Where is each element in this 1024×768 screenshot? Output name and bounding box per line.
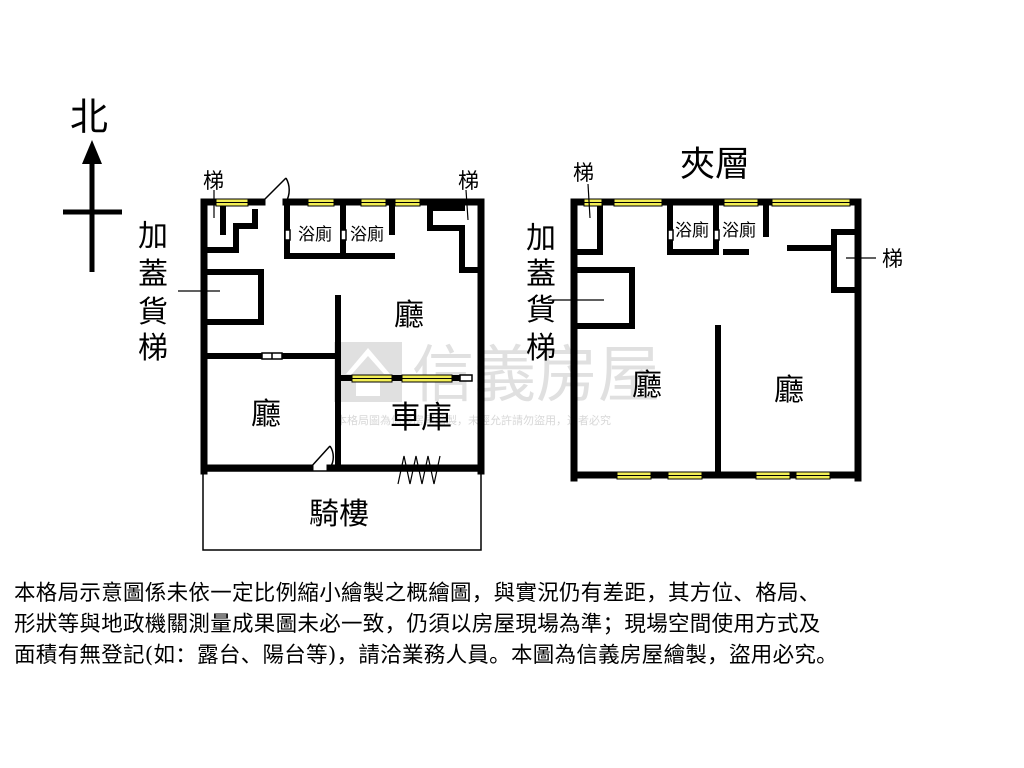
disclaimer: 本格局示意圖係未依一定比例縮小繪製之概繪圖，與實況仍有差距，其方位、格局、 形狀…: [14, 578, 1014, 671]
garage-label: 車庫: [390, 400, 452, 436]
left-bath-1-label: 浴廁: [298, 224, 332, 245]
front-door-icon: [309, 445, 334, 469]
left-windows: [215, 198, 453, 383]
left-freight-elevator-3: 貨: [138, 295, 168, 330]
right-freight-elevator-3: 貨: [526, 293, 556, 328]
north-arrow-icon: [82, 140, 102, 164]
right-doors: [667, 229, 720, 241]
entry-door-icon: [261, 177, 290, 203]
left-freight-elevator-4: 梯: [138, 331, 168, 366]
arcade-label: 騎樓: [309, 497, 369, 532]
right-hall-right-label: 廳: [774, 373, 804, 408]
left-hall-lower-label: 廳: [251, 397, 281, 432]
left-hall-upper-label: 廳: [394, 298, 424, 333]
watermark-brand: 信義房屋: [412, 338, 660, 411]
right-freight-elevator-1: 加: [526, 221, 556, 256]
watermark-notice: 本格局圖為信義房屋繪製，未經允許請勿盜用，違者必究: [336, 413, 611, 427]
left-stair-label: 梯: [203, 169, 224, 193]
right-stair-right-label: 梯: [882, 247, 903, 271]
left-freight-elevator-2: 蓋: [138, 257, 168, 292]
disclaimer-line: 面積有無登記(如：露台、陽台等)，請洽業務人員。本圖為信義房屋繪製，盜用必究。: [14, 643, 838, 668]
compass: 北: [63, 95, 122, 272]
left-stair-right-label: 梯: [458, 169, 479, 193]
right-hall-left-label: 廳: [632, 368, 662, 403]
left-doors: [261, 177, 473, 485]
disclaimer-line: 本格局示意圖係未依一定比例縮小繪製之概繪圖，與實況仍有差距，其方位、格局、: [14, 581, 821, 606]
right-freight-elevator-4: 梯: [526, 331, 556, 366]
left-bath-2-label: 浴廁: [350, 224, 384, 245]
right-freight-elevator-2: 蓋: [526, 257, 556, 292]
right-stair-label: 梯: [573, 161, 594, 185]
left-leaders: [178, 189, 469, 292]
watermark: 信義房屋 本格局圖為信義房屋繪製，未經允許請勿盜用，違者必究: [334, 338, 660, 427]
house-logo-icon: [334, 342, 402, 402]
right-bath-1-label: 浴廁: [675, 220, 709, 241]
right-windows: [583, 198, 851, 480]
right-leaders: [548, 183, 876, 301]
mezzanine-title: 夾層: [680, 145, 750, 185]
north-label: 北: [70, 95, 108, 139]
left-floor-plan: [200, 198, 485, 551]
disclaimer-line: 形狀等與地政機關測量成果圖未必一致，仍須以房屋現場為準；現場空間使用方式及: [14, 612, 821, 637]
right-bath-2-label: 浴廁: [722, 220, 756, 241]
left-freight-elevator-1: 加: [138, 219, 168, 254]
